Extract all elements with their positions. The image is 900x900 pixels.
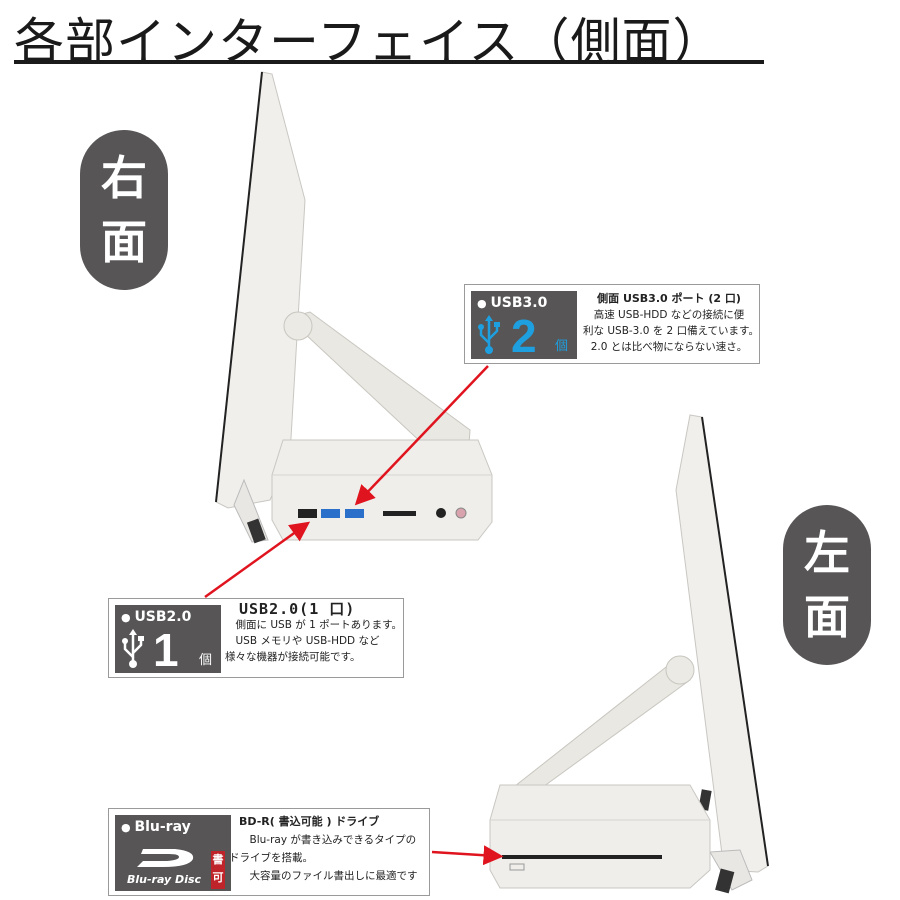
left-side-badge: 左 面 (783, 505, 871, 665)
svg-text:Blu-ray Disc: Blu-ray Disc (127, 873, 202, 886)
usb2-desc-line: USB メモリや USB-HDD など (225, 635, 380, 647)
title-underline (14, 60, 764, 64)
usb3-description: 側面 USB3.0 ポート (2 口) 高速 USB-HDD などの接続に便 利… (583, 291, 759, 355)
usb3-label-panel: USB3.0 2 個 (471, 291, 577, 362)
badge-text: 面 (804, 590, 850, 644)
bluray-desc-line: Blu-ray が書き込みできるタイプの (239, 834, 417, 846)
usb3-desc-line: 2.0 とは比べ物にならない速さ。 (590, 341, 748, 353)
bluray-desc-line: ドライブを搭載。 (229, 852, 313, 864)
callout-arrows (204, 365, 504, 866)
usb2-label: USB2.0 (121, 609, 191, 625)
bluray-description: BD-R( 書込可能 ) ドライブ Blu-ray が書き込みできるタイプの ド… (229, 813, 427, 885)
writable-badge: 書可 (211, 851, 225, 889)
usb3-unit: 個 (555, 339, 569, 354)
usb2-label-panel: USB2.0 1 個 (115, 605, 221, 676)
usb2-heading: USB2.0(1 口) (239, 600, 356, 618)
bluray-label: Blu-ray (121, 819, 190, 835)
right-side-badge: 右 面 (80, 130, 168, 290)
usb3-label: USB3.0 (477, 295, 547, 311)
badge-text: 左 (804, 526, 850, 580)
usb2-description: USB2.0(1 口) 側面に USB が 1 ポートあります。 USB メモリ… (225, 600, 403, 665)
bluray-disc-logo: Blu-ray Disc (127, 849, 202, 886)
bluray-label-panel: Blu-ray Blu-ray Disc 書可 (115, 815, 231, 891)
usb3-desc-line: 利な USB-3.0 を 2 口備えています。 (583, 325, 759, 337)
bluray-callout: Blu-ray Blu-ray Disc 書可 BD-R( 書込可能 ) ドライ… (108, 808, 430, 896)
badge-text: 面 (101, 215, 147, 269)
usb-icon (122, 629, 144, 668)
usb2-count: 1 (153, 624, 179, 676)
bluray-desc-line: 大容量のファイル書出しに最適です (239, 870, 418, 882)
right-side-pc-image (215, 71, 493, 544)
usb3-heading: 側面 USB3.0 ポート (2 口) (597, 292, 741, 305)
usb3-callout: USB3.0 2 個 側面 USB3.0 ポート (2 口) 高速 USB-HD… (464, 284, 760, 364)
bluray-heading: BD-R( 書込可能 ) ドライブ (239, 815, 380, 828)
badge-text: 右 (101, 151, 147, 205)
usb-icon (478, 315, 500, 354)
usb2-callout: USB2.0 1 個 USB2.0(1 口) 側面に USB が 1 ポートあり… (108, 598, 404, 678)
usb2-desc-line: 様々な機器が接続可能です。 (225, 651, 361, 663)
usb3-desc-line: 高速 USB-HDD などの接続に便 (593, 309, 745, 321)
usb2-desc-line: 側面に USB が 1 ポートあります。 (225, 619, 403, 631)
left-side-pc-image (489, 414, 769, 894)
usb2-unit: 個 (199, 653, 213, 668)
usb3-count: 2 (511, 310, 537, 362)
